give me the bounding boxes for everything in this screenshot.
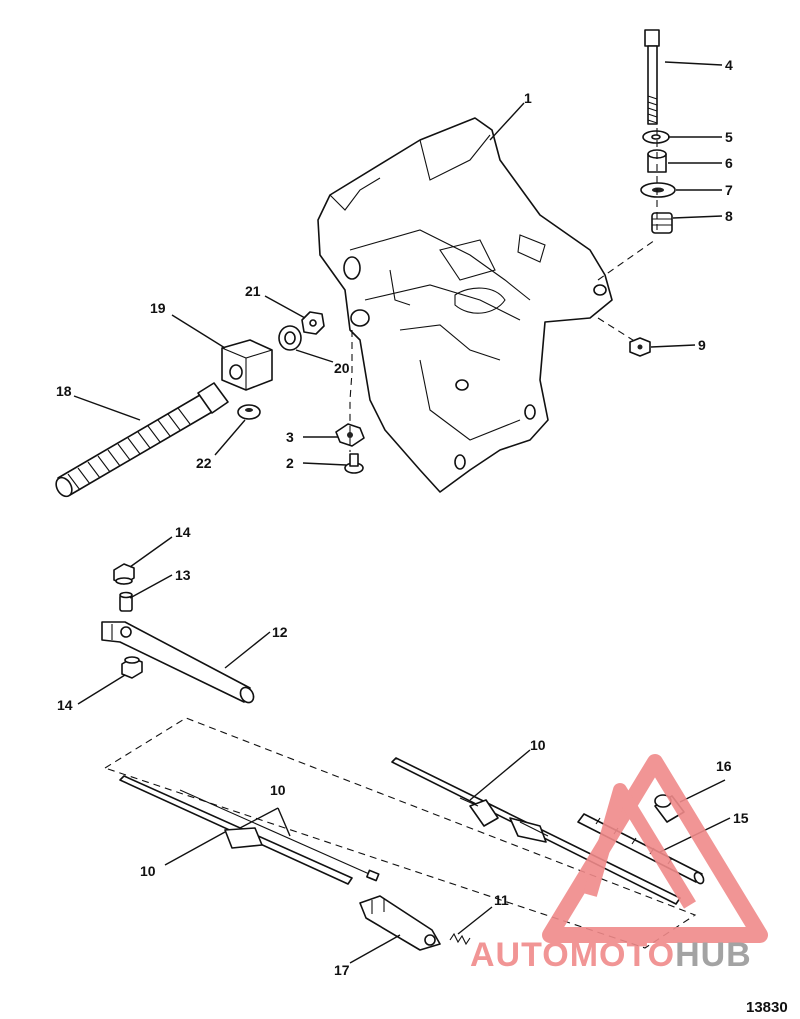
block-part (221, 339, 273, 391)
callout-1: 1 (524, 90, 532, 106)
figure-number: 13830 (746, 999, 788, 1016)
callout-5: 5 (725, 129, 733, 145)
callout-14-top: 14 (175, 524, 191, 540)
watermark-inner-mark-icon (583, 783, 696, 909)
callout-6: 6 (725, 155, 733, 171)
callout-18: 18 (56, 383, 72, 399)
watermark-text-secondary: HUB (675, 936, 752, 974)
main-bracket-part (317, 117, 613, 493)
spring-part (449, 932, 471, 946)
callout-12: 12 (272, 624, 288, 640)
callout-21: 21 (245, 283, 261, 299)
nut-part-9 (629, 337, 651, 357)
nut-part-21 (301, 311, 325, 335)
pin-part (119, 591, 133, 612)
callout-19: 19 (150, 300, 166, 316)
callout-14-bottom: 14 (57, 697, 73, 713)
callout-9: 9 (698, 337, 706, 353)
watermark-text-primary: AUTOMOTO (470, 936, 675, 974)
cap-part-bottom (121, 656, 143, 679)
callout-17: 17 (334, 962, 350, 978)
callout-20: 20 (334, 360, 350, 376)
callout-11: 11 (494, 892, 509, 908)
callout-labels: 1 2 3 4 5 6 7 8 9 10 10 10 11 12 13 14 1… (56, 57, 749, 978)
callout-10-top: 10 (270, 782, 286, 798)
locknut-part (651, 212, 673, 234)
callout-8: 8 (725, 208, 733, 224)
callout-10-right: 10 (530, 737, 546, 753)
callout-2: 2 (286, 455, 294, 471)
shift-cable-part-left (119, 775, 380, 885)
bolt-part (644, 29, 660, 125)
callout-13: 13 (175, 567, 191, 583)
lever-arm-part (101, 621, 255, 704)
callout-4: 4 (725, 57, 733, 73)
threaded-rod-part (55, 382, 229, 498)
cap-part-top (113, 563, 135, 585)
clip-part (335, 423, 365, 447)
nut-part-22 (237, 404, 261, 420)
svg-text:AUTOMOTOHUB: AUTOMOTOHUB (470, 936, 752, 974)
watermark-logo: AUTOMOTOHUB (470, 754, 768, 974)
yoke-part (359, 895, 441, 951)
callout-15: 15 (733, 810, 749, 826)
screw-part (344, 453, 364, 474)
leader-lines (73, 61, 731, 964)
callout-10-left: 10 (140, 863, 156, 879)
callout-3: 3 (286, 429, 294, 445)
callout-22: 22 (196, 455, 212, 471)
callout-16: 16 (716, 758, 732, 774)
callout-7: 7 (725, 182, 733, 198)
